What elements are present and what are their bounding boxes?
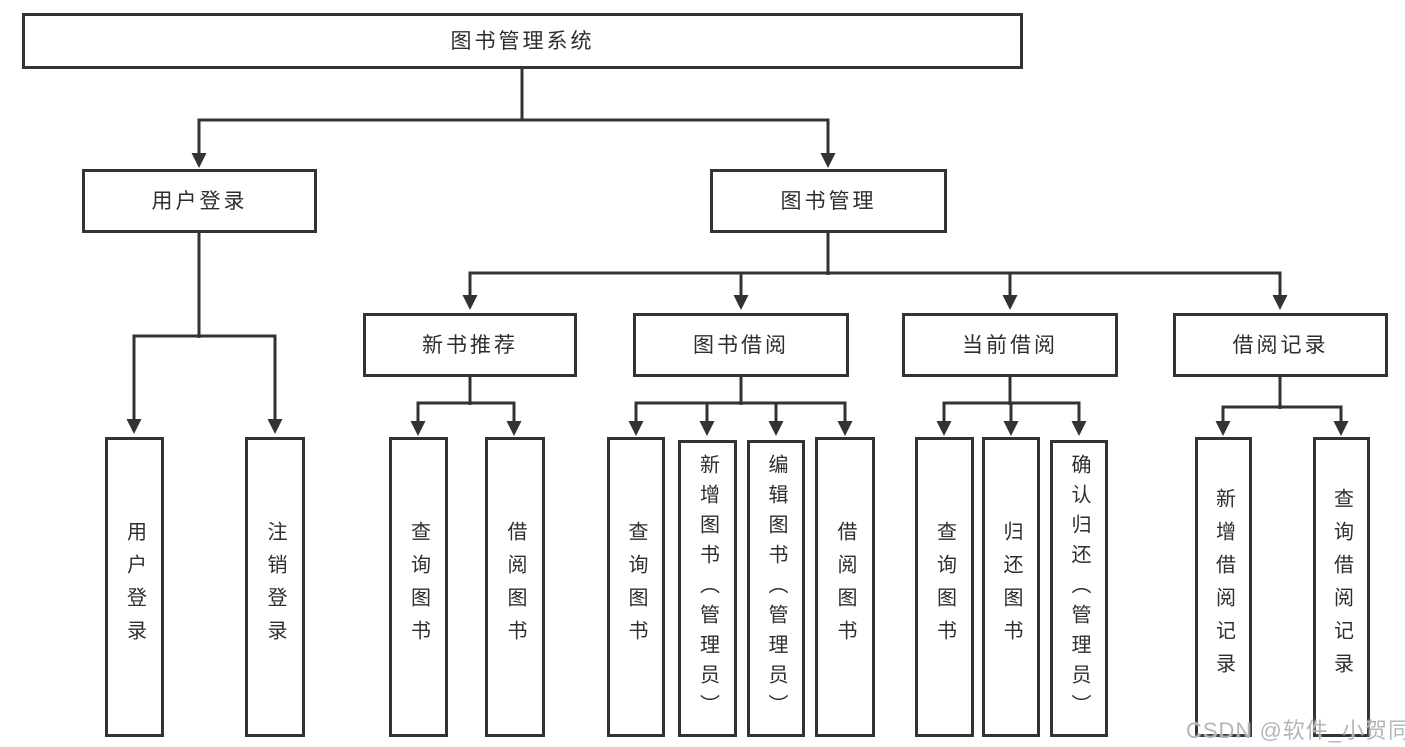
leaf-label: 新增图书（管理员） (696, 453, 719, 724)
leaf-label: 查询图书 (407, 521, 430, 653)
leaf-add-books-admin: 新增图书（管理员） (678, 440, 737, 737)
leaf-return-books: 归还图书 (982, 437, 1040, 737)
leaf-logout: 注销登录 (245, 437, 305, 737)
leaf-user-login: 用户登录 (105, 437, 164, 737)
node-book-management: 图书管理 (710, 169, 947, 233)
leaf-borrow-books-recommend: 借阅图书 (485, 437, 545, 737)
leaf-query-books-current: 查询图书 (915, 437, 974, 737)
csdn-watermark: CSDN @软件_小贺同学 (1186, 718, 1405, 743)
node-user-login: 用户登录 (82, 169, 317, 233)
node-label: 图书管理 (780, 189, 877, 213)
node-current-borrowing: 当前借阅 (902, 313, 1118, 377)
node-label: 借阅记录 (1232, 333, 1329, 357)
node-book-borrowing: 图书借阅 (633, 313, 849, 377)
node-label: 图书管理系统 (450, 29, 595, 53)
leaf-borrow-books: 借阅图书 (815, 437, 875, 737)
node-label: 新书推荐 (422, 333, 518, 357)
leaf-label: 确认归还（管理员） (1068, 453, 1090, 724)
leaf-label: 查询图书 (933, 521, 956, 653)
node-label: 用户登录 (151, 189, 248, 213)
leaf-query-books-recommend: 查询图书 (389, 437, 448, 737)
node-label: 图书借阅 (693, 333, 789, 357)
node-library-system: 图书管理系统 (22, 13, 1023, 69)
leaf-label: 查询借阅记录 (1330, 488, 1353, 686)
node-new-book-recommend: 新书推荐 (363, 313, 577, 377)
leaf-confirm-return-admin: 确认归还（管理员） (1050, 440, 1108, 737)
leaf-edit-books-admin: 编辑图书（管理员） (747, 440, 805, 737)
leaf-label: 归还图书 (1000, 521, 1022, 653)
leaf-label: 注销登录 (264, 521, 286, 653)
leaf-label: 新增借阅记录 (1212, 488, 1235, 686)
leaf-label: 用户登录 (123, 521, 146, 653)
leaf-label: 查询图书 (625, 521, 647, 653)
leaf-query-borrow-record: 查询借阅记录 (1313, 437, 1370, 737)
leaf-label: 借阅图书 (834, 521, 856, 653)
node-label: 当前借阅 (962, 333, 1058, 357)
leaf-query-books-borrowing: 查询图书 (607, 437, 665, 737)
leaf-label: 借阅图书 (504, 521, 526, 653)
leaf-add-borrow-record: 新增借阅记录 (1195, 437, 1252, 737)
leaf-label: 编辑图书（管理员） (765, 453, 787, 724)
node-borrow-records: 借阅记录 (1173, 313, 1388, 377)
